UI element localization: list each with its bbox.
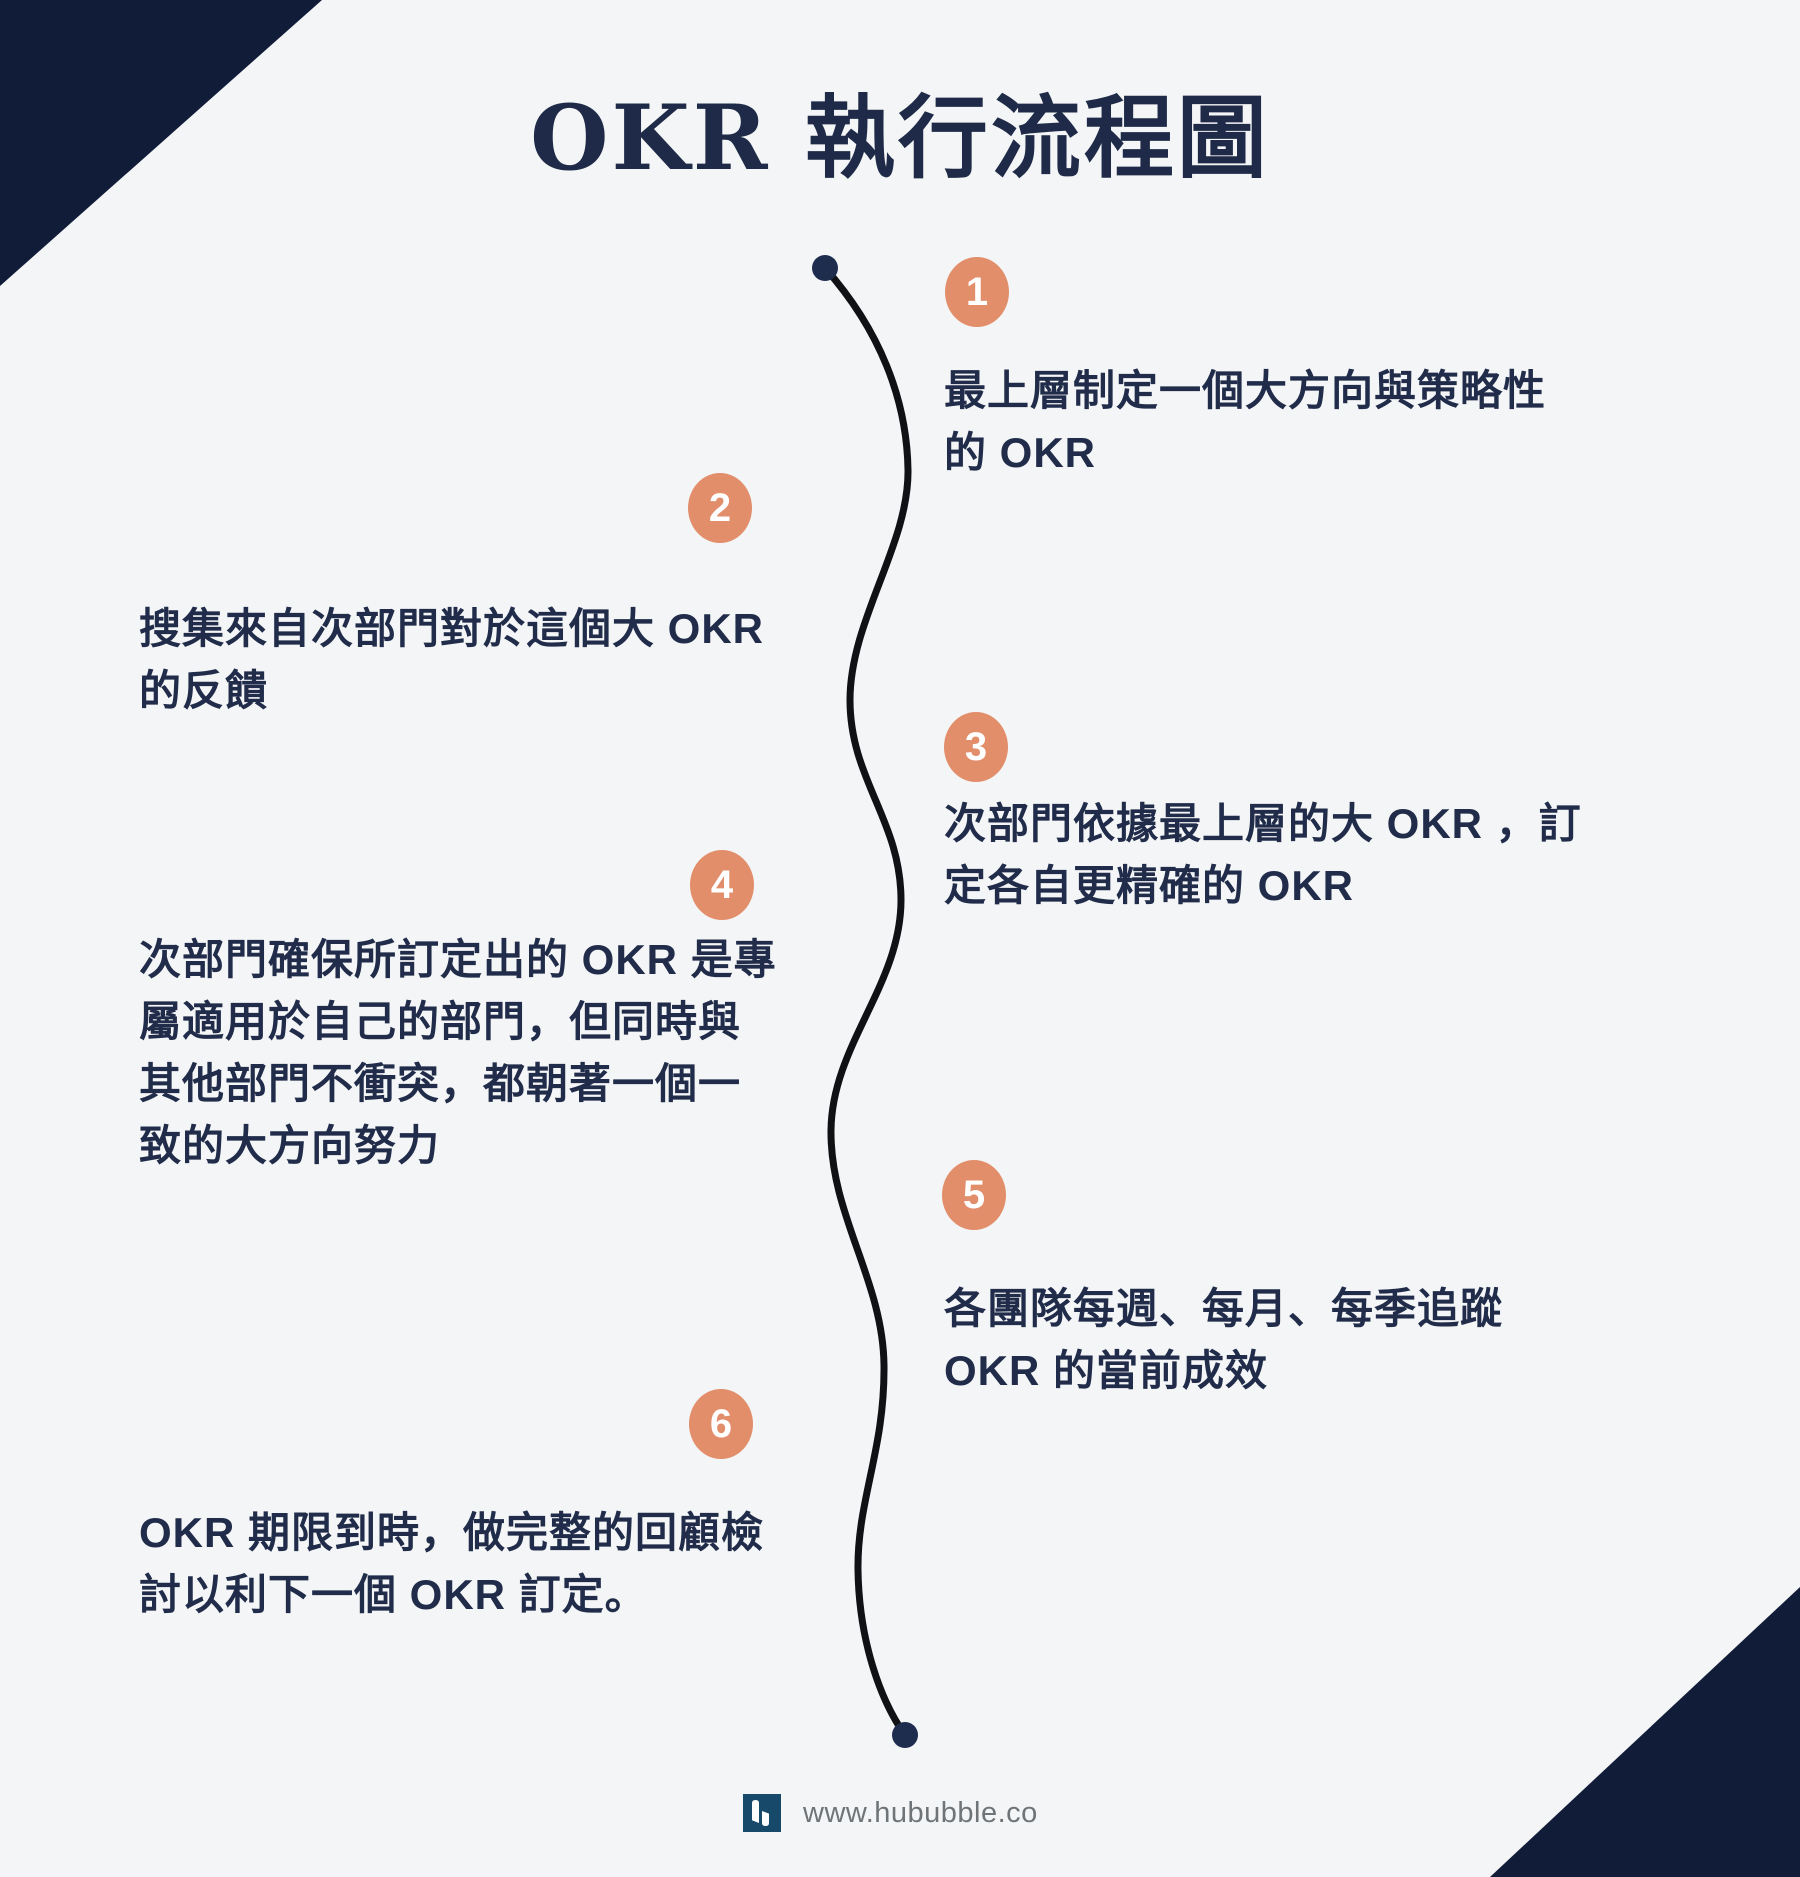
- step-text-line: 的 OKR: [944, 429, 1097, 476]
- step-2-badge: 2: [688, 473, 752, 543]
- step-text-line: 其他部門不衝突，都朝著一個一: [139, 1060, 742, 1107]
- step-text-line: 次部門依據最上層的大 OKR ，訂: [944, 800, 1582, 847]
- step-text-line: 致的大方向努力: [139, 1122, 441, 1169]
- step-text-line: 最上層制定一個大方向與策略性: [944, 367, 1547, 414]
- step-text-line: 各團隊每週、每月、每季追蹤: [944, 1285, 1504, 1332]
- step-4-text: 次部門確保所訂定出的 OKR 是專 屬適用於自己的部門，但同時與 其他部門不衝突…: [139, 929, 777, 1177]
- step-text-line: OKR 的當前成效: [944, 1347, 1269, 1394]
- page-title: OKR 執行流程圖: [530, 85, 1270, 191]
- step-5-text: 各團隊每週、每月、每季追蹤 OKR 的當前成效: [944, 1278, 1503, 1402]
- flow-start-dot: [812, 255, 838, 281]
- footer: www.hububble.co: [743, 1794, 1038, 1832]
- step-5-badge: 5: [942, 1160, 1006, 1230]
- step-2-text: 搜集來自次部門對於這個大 OKR 的反饋: [139, 598, 764, 722]
- step-text-line: 次部門確保所訂定出的 OKR 是專: [139, 936, 777, 983]
- step-6-text: OKR 期限到時，做完整的回顧檢 討以利下一個 OKR 訂定。: [139, 1502, 764, 1626]
- logo-right-stroke: [762, 1811, 769, 1826]
- step-text-line: 搜集來自次部門對於這個大 OKR: [139, 605, 765, 652]
- step-text-line: 的反饋: [139, 667, 269, 714]
- flow-end-dot: [892, 1722, 918, 1748]
- flow-curve: [821, 264, 912, 1739]
- step-3-badge: 3: [944, 712, 1008, 782]
- step-6-badge: 6: [689, 1389, 753, 1459]
- step-1-text: 最上層制定一個大方向與策略性 的 OKR: [944, 360, 1546, 484]
- step-text-line: 定各自更精確的 OKR: [944, 862, 1355, 909]
- step-1-badge: 1: [945, 257, 1009, 327]
- hububble-logo: [743, 1794, 781, 1832]
- step-3-text: 次部門依據最上層的大 OKR ，訂 定各自更精確的 OKR: [944, 793, 1582, 917]
- step-text-line: 討以利下一個 OKR 訂定。: [139, 1571, 648, 1618]
- footer-url: www.hububble.co: [803, 1796, 1038, 1829]
- step-4-badge: 4: [690, 850, 754, 920]
- logo-left-stroke: [752, 1800, 759, 1823]
- step-text-line: 屬適用於自己的部門，但同時與: [139, 998, 742, 1045]
- step-text-line: OKR 期限到時，做完整的回顧檢: [139, 1509, 765, 1556]
